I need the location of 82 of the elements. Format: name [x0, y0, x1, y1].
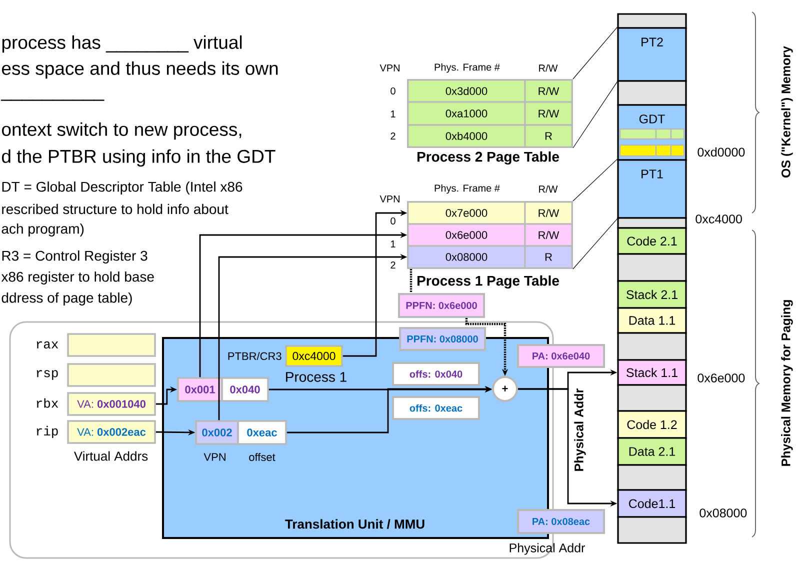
table-cell: R/W — [524, 223, 573, 247]
column-header: Phys. Frame # — [434, 63, 500, 73]
memory-block: Stack 1.1 — [617, 359, 687, 386]
register-box: VA: 0x001040 — [67, 392, 156, 416]
register-label: PTBR/CR3 — [228, 352, 282, 360]
bullet-text: __________ — [0, 100, 104, 101]
address-field: 0xeac — [237, 420, 287, 445]
field-label: offset — [249, 452, 276, 462]
connector-line — [572, 26, 618, 80]
note-text: R3 = Control Register 3 — [2, 250, 148, 264]
row-number: 2 — [390, 132, 396, 140]
column-header: VPN — [380, 196, 400, 202]
value-tag: PPFN: 0x08000 — [399, 327, 486, 351]
register-name: rax — [36, 341, 58, 349]
memory-block: Code1.1 — [617, 489, 687, 518]
table-cell: R — [524, 124, 573, 148]
memory-block — [617, 253, 687, 282]
table-cell: R/W — [524, 101, 573, 126]
value-tag: offs: 0xeac — [392, 396, 480, 420]
register-name: rsp — [36, 370, 58, 380]
column-header: R/W — [539, 64, 558, 72]
caption: Physical Addr — [510, 543, 585, 555]
column-header: R/W — [539, 185, 558, 193]
memory-block: PT2 — [617, 27, 687, 82]
address-field: 0x040 — [221, 377, 269, 402]
row-number: 0 — [390, 87, 396, 95]
column-header: VPN — [380, 64, 400, 72]
memory-block — [617, 464, 687, 491]
bullet-text: ontext switch to new process, — [2, 122, 242, 140]
register-box: VA: 0x002eac — [67, 420, 156, 444]
connector-line — [572, 158, 618, 202]
caption: Virtual Addrs — [74, 451, 148, 461]
address-label: 0x6e000 — [698, 374, 745, 382]
row-number: 1 — [391, 240, 396, 248]
memory-block — [617, 80, 687, 106]
table-cell: R — [524, 245, 573, 269]
value-tag: offs: 0x040 — [392, 362, 480, 386]
memory-block — [617, 516, 687, 544]
bullet-text: ess space and thus needs its own — [2, 61, 278, 79]
memory-block: Data 1.1 — [617, 307, 687, 334]
memory-block — [617, 332, 687, 361]
row-number: 2 — [390, 262, 396, 268]
register-box: 0xc4000 — [285, 345, 343, 367]
note-text: ach program) — [2, 223, 84, 237]
memory-block: GDT — [617, 104, 687, 161]
memory-block: Stack 2.1 — [617, 280, 687, 309]
bullet-text: d the PTBR using info in the GDT — [2, 149, 276, 167]
address-label: 0xd0000 — [698, 147, 745, 157]
address-field: 0x002 — [195, 420, 239, 445]
field-label: VPN — [204, 453, 226, 461]
note-text: DT = Global Descriptor Table (Intel x86 — [2, 181, 242, 195]
table-cell: R/W — [524, 79, 573, 103]
memory-block: PT1 — [617, 159, 687, 219]
memory-block — [617, 217, 687, 229]
value-tag: PA: 0x6e040 — [517, 344, 605, 368]
connector-line — [572, 82, 618, 148]
process-label: Process 1 — [286, 372, 346, 382]
table-cell: R/W — [524, 201, 573, 225]
caption: Physical Addr — [574, 388, 586, 471]
connector-line — [572, 218, 618, 270]
brace-label: Physical Memory for Paging — [781, 300, 793, 466]
memory-block: Data 2.1 — [617, 437, 687, 466]
brace-label: OS ("Kernel") Memory — [781, 46, 793, 178]
connector-line — [410, 269, 412, 293]
value-tag: PA: 0x08eac — [517, 509, 605, 534]
note-text: rescribed structure to hold info about — [2, 204, 228, 214]
note-text: ddress of page table) — [2, 292, 132, 306]
bullet-text: process has ________ virtual — [2, 35, 242, 53]
memory-block — [617, 384, 687, 412]
memory-block: Code 2.1 — [617, 227, 687, 255]
note-text: x86 register to hold base — [1, 271, 154, 285]
register-name: rip — [36, 426, 58, 438]
register-name: rbx — [36, 398, 58, 408]
row-number: 0 — [390, 217, 396, 225]
address-label: 0x08000 — [700, 508, 747, 518]
memory-block — [617, 13, 687, 29]
address-label: 0xc4000 — [696, 214, 742, 224]
memory-block: Code 1.2 — [617, 410, 687, 439]
address-field: 0x001 — [177, 377, 223, 402]
column-header: Phys. Frame # — [434, 184, 500, 194]
row-number: 1 — [391, 110, 396, 118]
value-tag: PPFN: 0x6e000 — [398, 293, 485, 318]
